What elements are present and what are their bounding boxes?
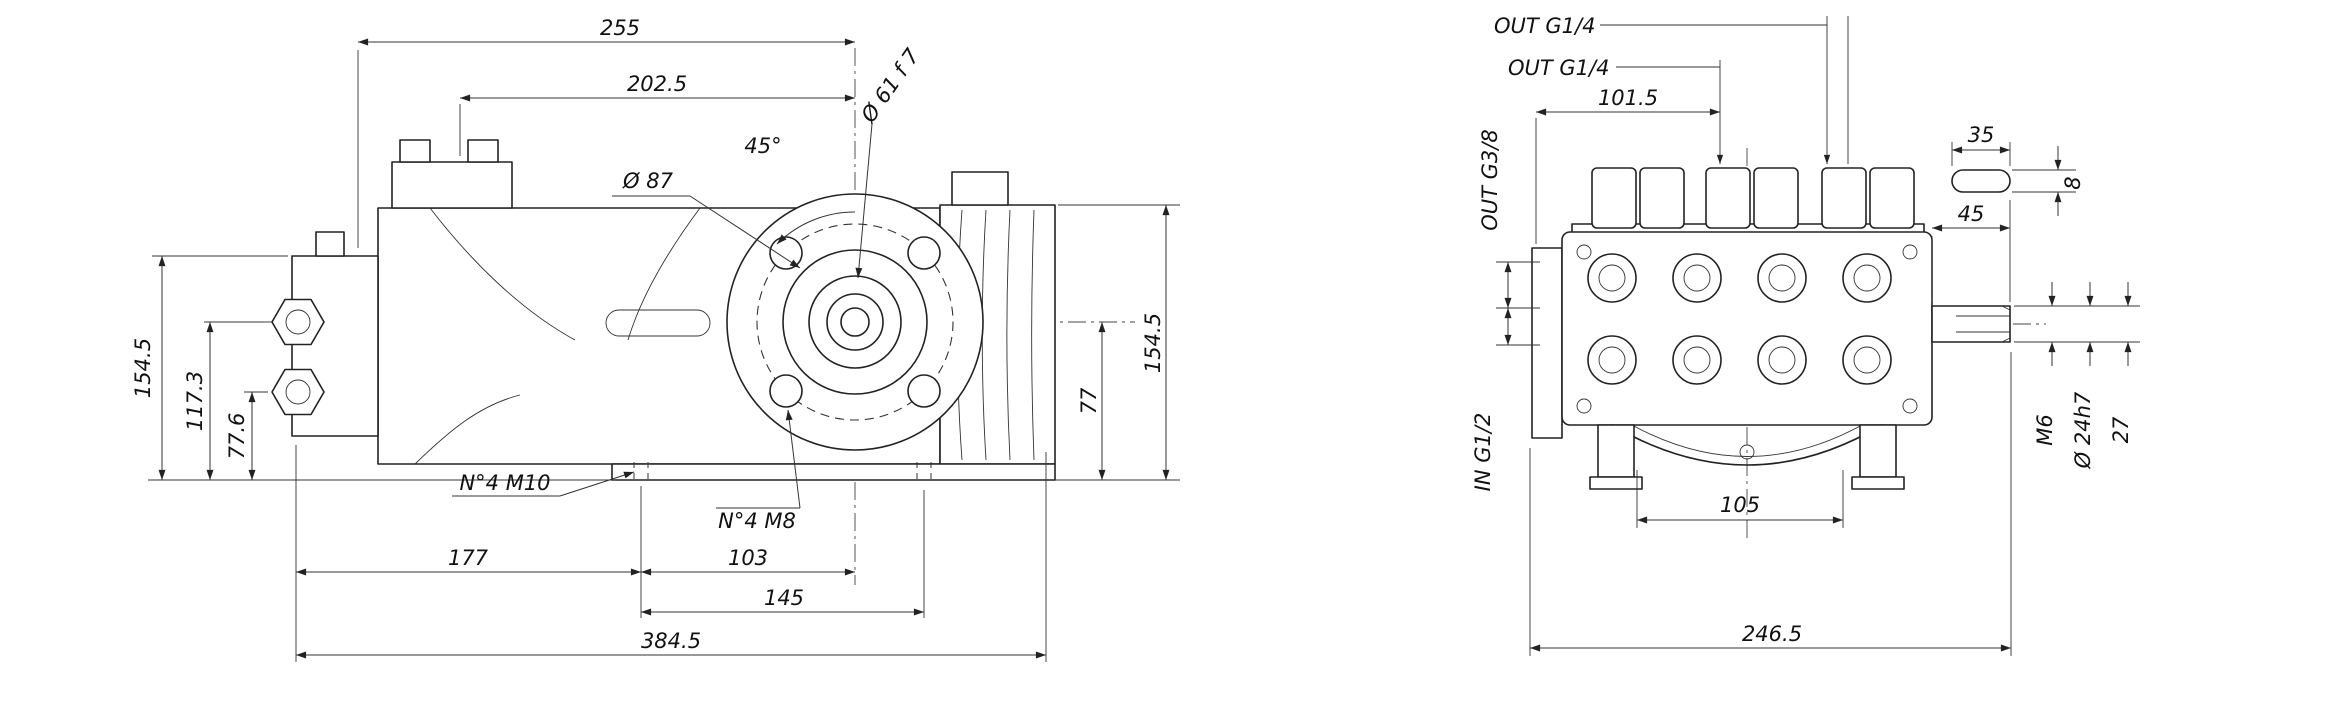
drain-plug [1739, 444, 1755, 460]
dim-103: 103 [728, 546, 768, 570]
flange-bolt-hole [769, 236, 803, 270]
height-154-5-left: 154.5 [131, 338, 155, 398]
port-out-g14-a: OUT G1/4 [1494, 14, 1595, 38]
side-view: 255 202.5 45° Ø 61 f 7 Ø 87 154.5 117.3 … [131, 16, 1180, 662]
pump-head-manifold [271, 231, 379, 437]
dim-255: 255 [600, 16, 640, 40]
side-flange-strip [1531, 247, 1563, 439]
angle-45: 45° [744, 134, 781, 158]
flange-diameter-label: Ø 87 [622, 169, 674, 193]
note-m8: N°4 M8 [718, 509, 796, 533]
dim-45: 45 [1958, 202, 1985, 226]
valve-caps [1571, 167, 1925, 235]
crankcase-ribs [414, 207, 711, 465]
flange-bolt-hole [907, 236, 941, 270]
dim-145: 145 [764, 586, 804, 610]
bell-housing [1589, 424, 1905, 490]
mounting-base [611, 462, 1056, 482]
dim-202-5: 202.5 [627, 72, 687, 96]
hex-plug-lower [271, 368, 325, 416]
dim-177: 177 [448, 546, 489, 570]
flange-bolt-hole [907, 374, 941, 408]
foot-left [1597, 424, 1635, 478]
shaft-bore [840, 307, 870, 337]
hex-plug-upper [271, 298, 325, 346]
note-m10: N°4 M10 [459, 471, 550, 495]
shaft-diameter-front: Ø 24h7 [2071, 391, 2095, 469]
drive-shaft [1931, 305, 2011, 343]
height-117-3: 117.3 [183, 371, 207, 431]
port-out-g38: OUT G3/8 [1478, 129, 1502, 230]
front-view-dimensions [1496, 16, 2140, 656]
front-manifold-block [1531, 231, 1933, 439]
shaft-flange [726, 193, 984, 451]
dim-27: 27 [2109, 416, 2133, 443]
key-profile [1951, 169, 2011, 193]
height-154-5-right: 154.5 [1141, 313, 1165, 373]
side-view-dimensions [148, 38, 1180, 662]
dim-384-5: 384.5 [641, 629, 701, 653]
dim-35: 35 [1968, 123, 1995, 147]
dim-246-5: 246.5 [1742, 622, 1802, 646]
breather-cap [951, 171, 1009, 206]
bolt-circle [756, 223, 954, 421]
height-77-6: 77.6 [225, 413, 249, 460]
dim-101-5: 101.5 [1598, 86, 1658, 110]
corner-bolts [1576, 244, 1918, 414]
port-in-g12: IN G1/2 [1471, 413, 1495, 492]
front-view: OUT G1/4 OUT G1/4 101.5 OUT G3/8 IN G1/2… [1471, 14, 2140, 656]
height-77: 77 [1077, 387, 1101, 414]
shaft-diameter-label: Ø 61 f 7 [856, 44, 925, 128]
dim-8: 8 [2061, 176, 2085, 189]
oil-filler-cap [391, 139, 513, 209]
flange-bolt-hole [769, 374, 803, 408]
port-out-g14-b: OUT G1/4 [1508, 56, 1609, 80]
thread-m6: M6 [2033, 414, 2057, 445]
manifold-plugs [1587, 253, 1892, 385]
dim-105: 105 [1720, 493, 1760, 517]
foot-right [1859, 424, 1897, 478]
